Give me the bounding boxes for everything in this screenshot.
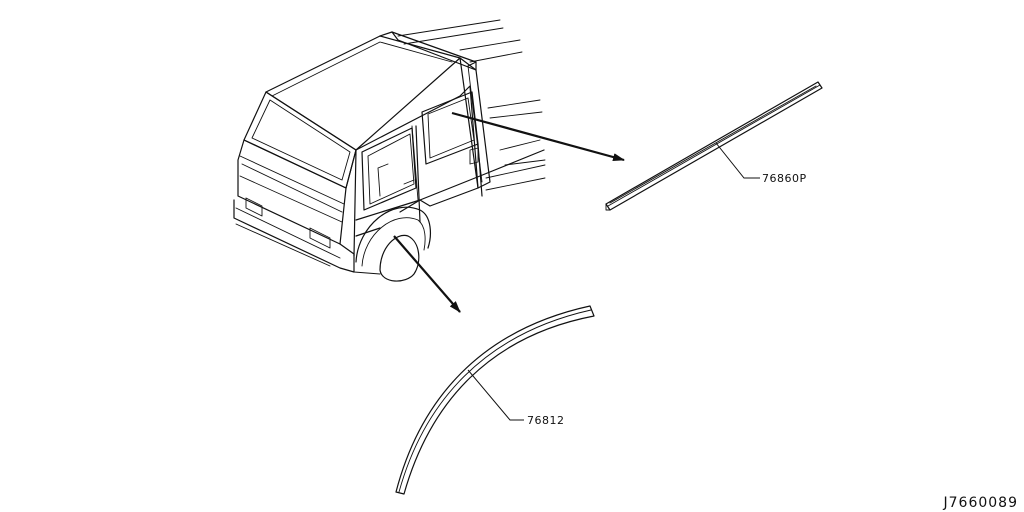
arrow-to-door-molding (451, 111, 625, 162)
part-label-76812: 76812 (527, 414, 565, 427)
drawing-code: J7660089 (943, 495, 1018, 511)
truck-illustration (233, 19, 546, 282)
leader-line-76812 (467, 369, 524, 421)
arrow-to-wheel-arch-molding (393, 235, 461, 313)
wheel-arch-molding (395, 305, 595, 495)
part-label-76860P: 76860P (762, 172, 807, 185)
leader-line-76860P (715, 142, 760, 179)
side-molding-strip (605, 81, 823, 211)
